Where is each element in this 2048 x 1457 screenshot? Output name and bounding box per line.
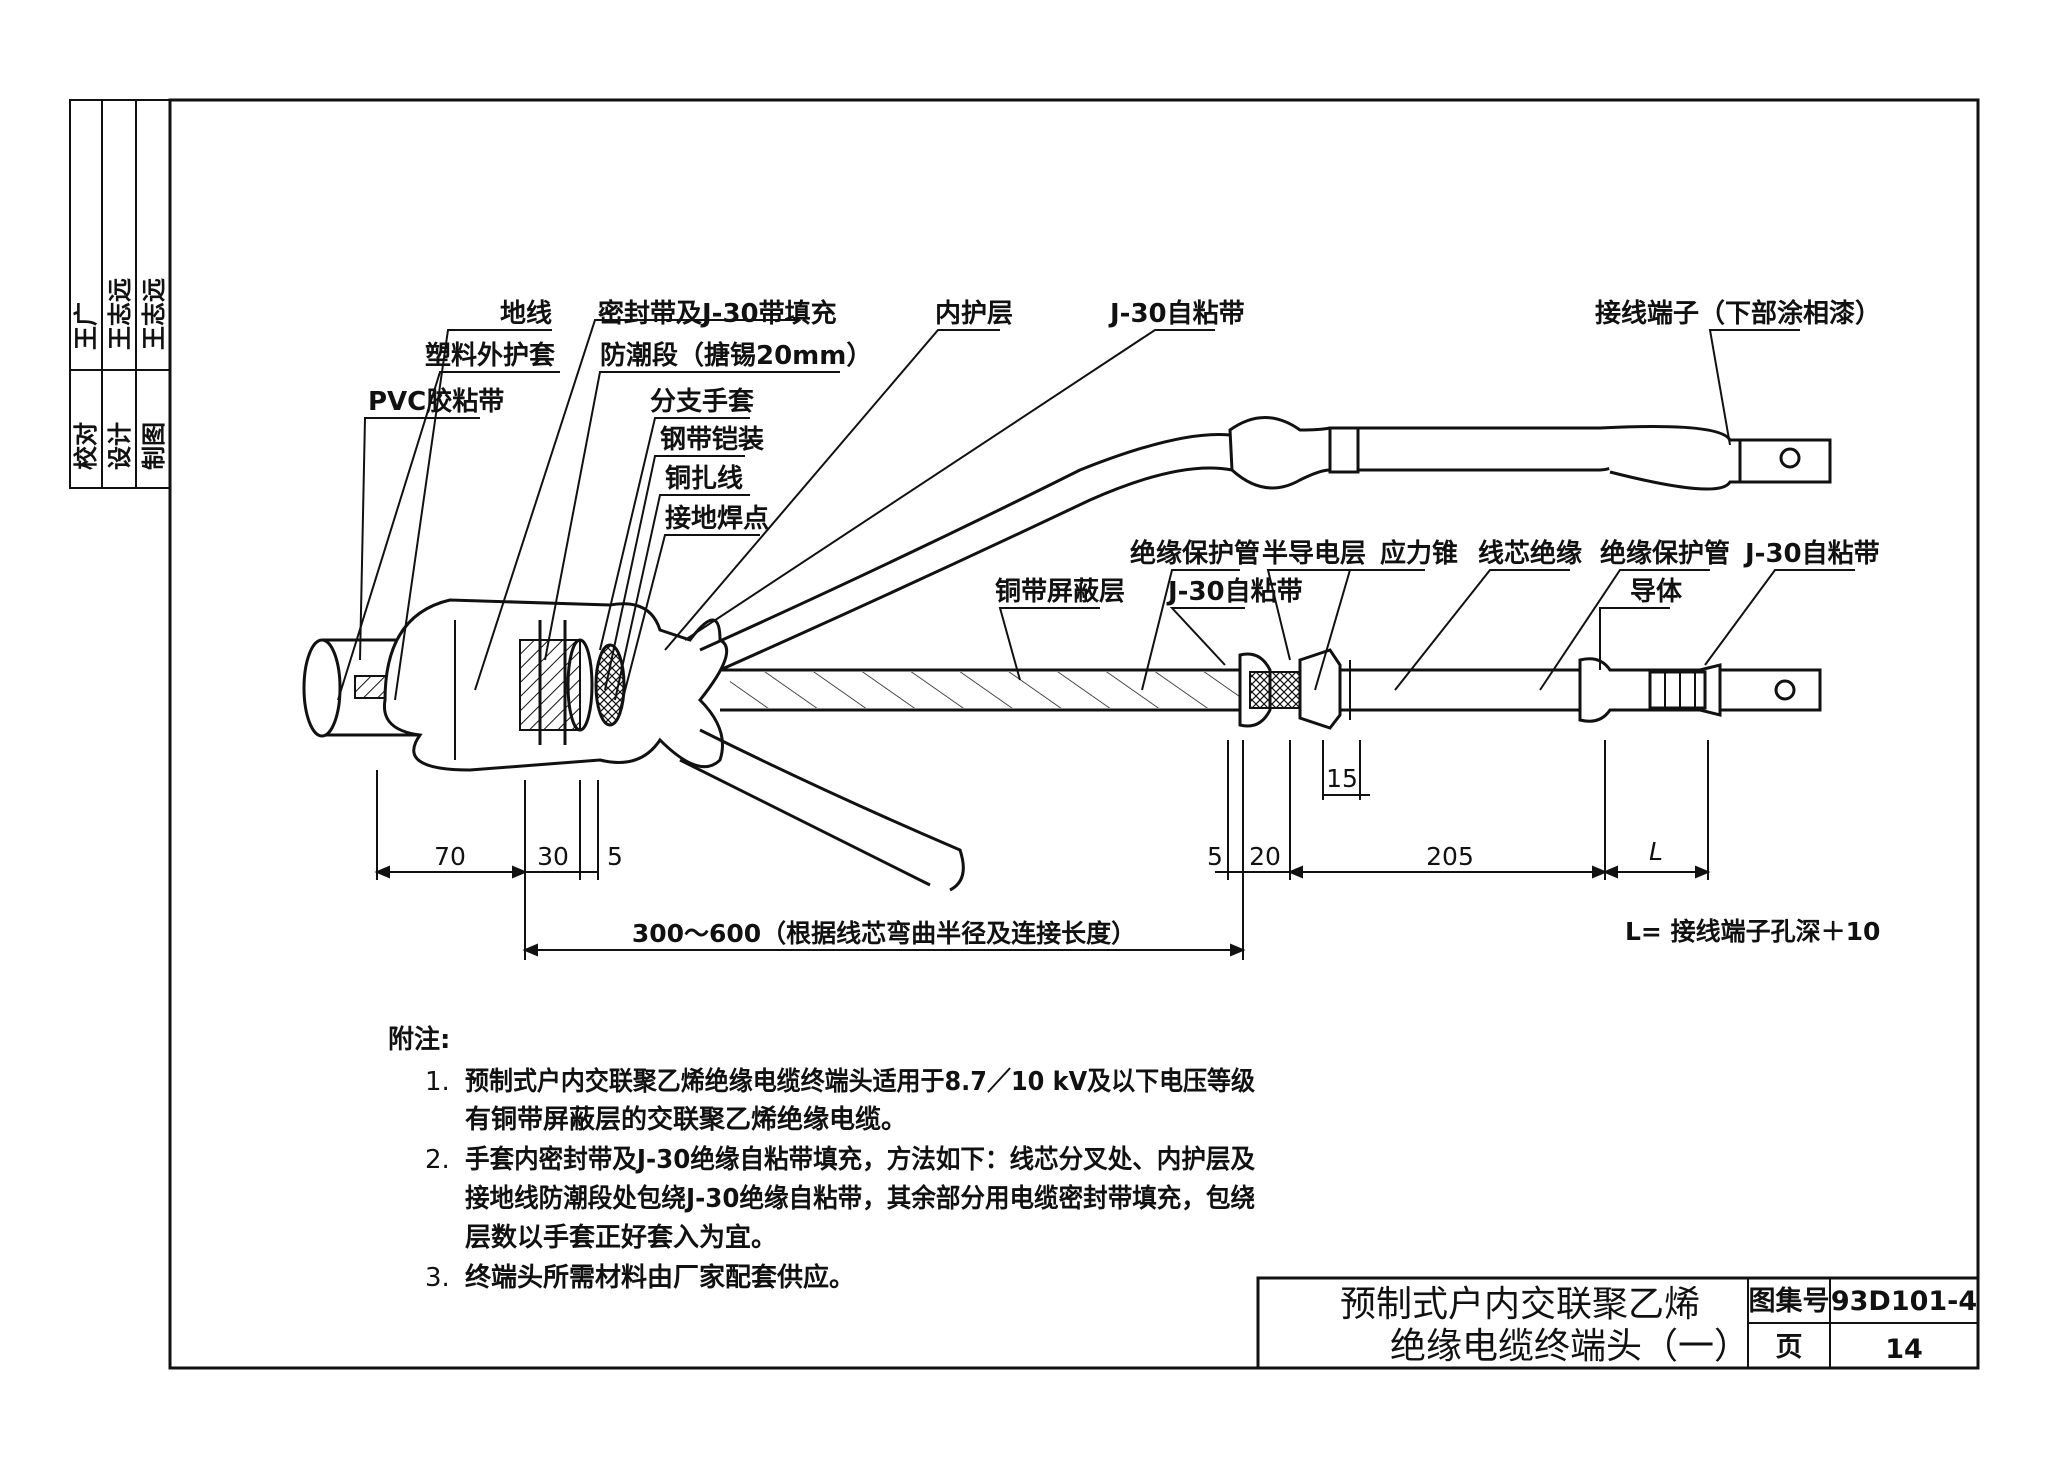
side-approval-block: 校对 设计 制图 王广 王志远 王志远 <box>69 99 171 489</box>
label-semicon-layer: 半导电层 <box>1262 539 1366 569</box>
note-1-line-1: 预制式户内交联聚乙烯绝缘电缆终端头适用于8.7／10 kV及以下电压等级 <box>465 1066 1255 1097</box>
note-2-line-1: 手套内密封带及J-30绝缘自粘带填充，方法如下：线芯分叉处、内护层及 <box>465 1144 1255 1175</box>
label-ground-wire: 地线 <box>500 299 552 329</box>
side-role-1: 校对 <box>72 422 100 470</box>
note-3-num: 3. <box>425 1263 450 1293</box>
notes-block: 附注: 1. 预制式户内交联聚乙烯绝缘电缆终端头适用于8.7／10 kV及以下电… <box>388 1024 1255 1293</box>
dim-30: 30 <box>537 842 569 871</box>
dim-L: L <box>1649 837 1663 866</box>
side-name-1: 王广 <box>72 302 100 350</box>
title-line-1: 预制式户内交联聚乙烯 <box>1340 1284 1700 1325</box>
part-labels: 地线 密封带及J-30带填充 防潮段（搪锡20mm） 内护层 J-30自粘带 接… <box>368 298 1881 607</box>
label-stress-cone: 应力锥 <box>1380 538 1458 569</box>
label-j30-right: J-30自粘带 <box>1743 538 1880 569</box>
label-core-insul: 线芯绝缘 <box>1478 538 1582 569</box>
title-block: 预制式户内交联聚乙烯 绝缘电缆终端头（一） 图集号 93D101-4 页 14 <box>1256 1276 1980 1370</box>
label-moisture-section: 防潮段（搪锡20mm） <box>600 340 872 371</box>
note-2-line-3: 层数以手套正好套入为宜。 <box>465 1222 777 1253</box>
notes-heading: 附注: <box>388 1024 450 1055</box>
drawing-frame <box>168 98 1980 1370</box>
atlas-label: 图集号 <box>1749 1285 1830 1317</box>
dim-15: 15 <box>1326 764 1358 793</box>
label-terminal-lug: 接线端子（下部涂相漆） <box>1595 298 1881 329</box>
side-name-2: 王志远 <box>106 278 134 350</box>
dim-5a: 5 <box>607 842 623 871</box>
label-pvc-tape: PVC胶粘带 <box>368 386 504 417</box>
label-copper-shield: 铜带屏蔽层 <box>995 577 1125 607</box>
label-j30-top: J-30自粘带 <box>1108 298 1245 329</box>
label-copper-tie: 铜扎线 <box>665 464 743 494</box>
label-insul-tube-2: 绝缘保护管 <box>1600 538 1730 569</box>
dim-5b: 5 <box>1207 842 1223 871</box>
dim-formula: L= 接线端子孔深＋10 <box>1625 917 1880 946</box>
title-line-2: 绝缘电缆终端头（一） <box>1390 1326 1750 1367</box>
dimension-texts: 70 30 5 5 20 205 15 L 300～600（根据线芯弯曲半径及连… <box>434 764 1880 948</box>
label-branch-glove: 分支手套 <box>650 387 755 417</box>
label-conductor: 导体 <box>1630 577 1683 607</box>
dim-70: 70 <box>434 842 466 871</box>
cable-body <box>302 416 1832 892</box>
label-j30-mid: J-30自粘带 <box>1166 576 1303 607</box>
label-insul-tube-1: 绝缘保护管 <box>1130 538 1260 569</box>
atlas-number: 93D101-4 <box>1831 1286 1977 1317</box>
note-2-line-2: 接地线防潮段处包绕J-30绝缘自粘带，其余部分用电缆密封带填充，包绕 <box>465 1183 1255 1214</box>
page-label: 页 <box>1776 1332 1803 1363</box>
side-role-3: 制图 <box>140 422 168 470</box>
label-ground-weld: 接地焊点 <box>665 503 769 534</box>
side-role-2: 设计 <box>106 422 134 470</box>
dim-20: 20 <box>1249 842 1281 871</box>
side-name-3: 王志远 <box>140 278 168 350</box>
leader-lines <box>337 319 1855 711</box>
note-1-line-2: 有铜带屏蔽层的交联聚乙烯绝缘电缆。 <box>465 1104 907 1135</box>
label-plastic-sheath: 塑料外护套 <box>425 341 556 371</box>
label-seal-tape: 密封带及J-30带填充 <box>598 298 837 329</box>
label-inner-sheath: 内护层 <box>935 299 1013 329</box>
label-steel-armor: 钢带铠装 <box>660 424 764 455</box>
page-number: 14 <box>1885 1334 1923 1365</box>
dim-205: 205 <box>1426 842 1474 871</box>
dim-span: 300～600（根据线芯弯曲半径及连接长度） <box>632 919 1136 948</box>
note-3-line-1: 终端头所需材料由厂家配套供应。 <box>465 1262 855 1293</box>
dimension-lines <box>374 740 1711 960</box>
note-1-num: 1. <box>425 1067 450 1097</box>
note-2-num: 2. <box>425 1145 450 1175</box>
